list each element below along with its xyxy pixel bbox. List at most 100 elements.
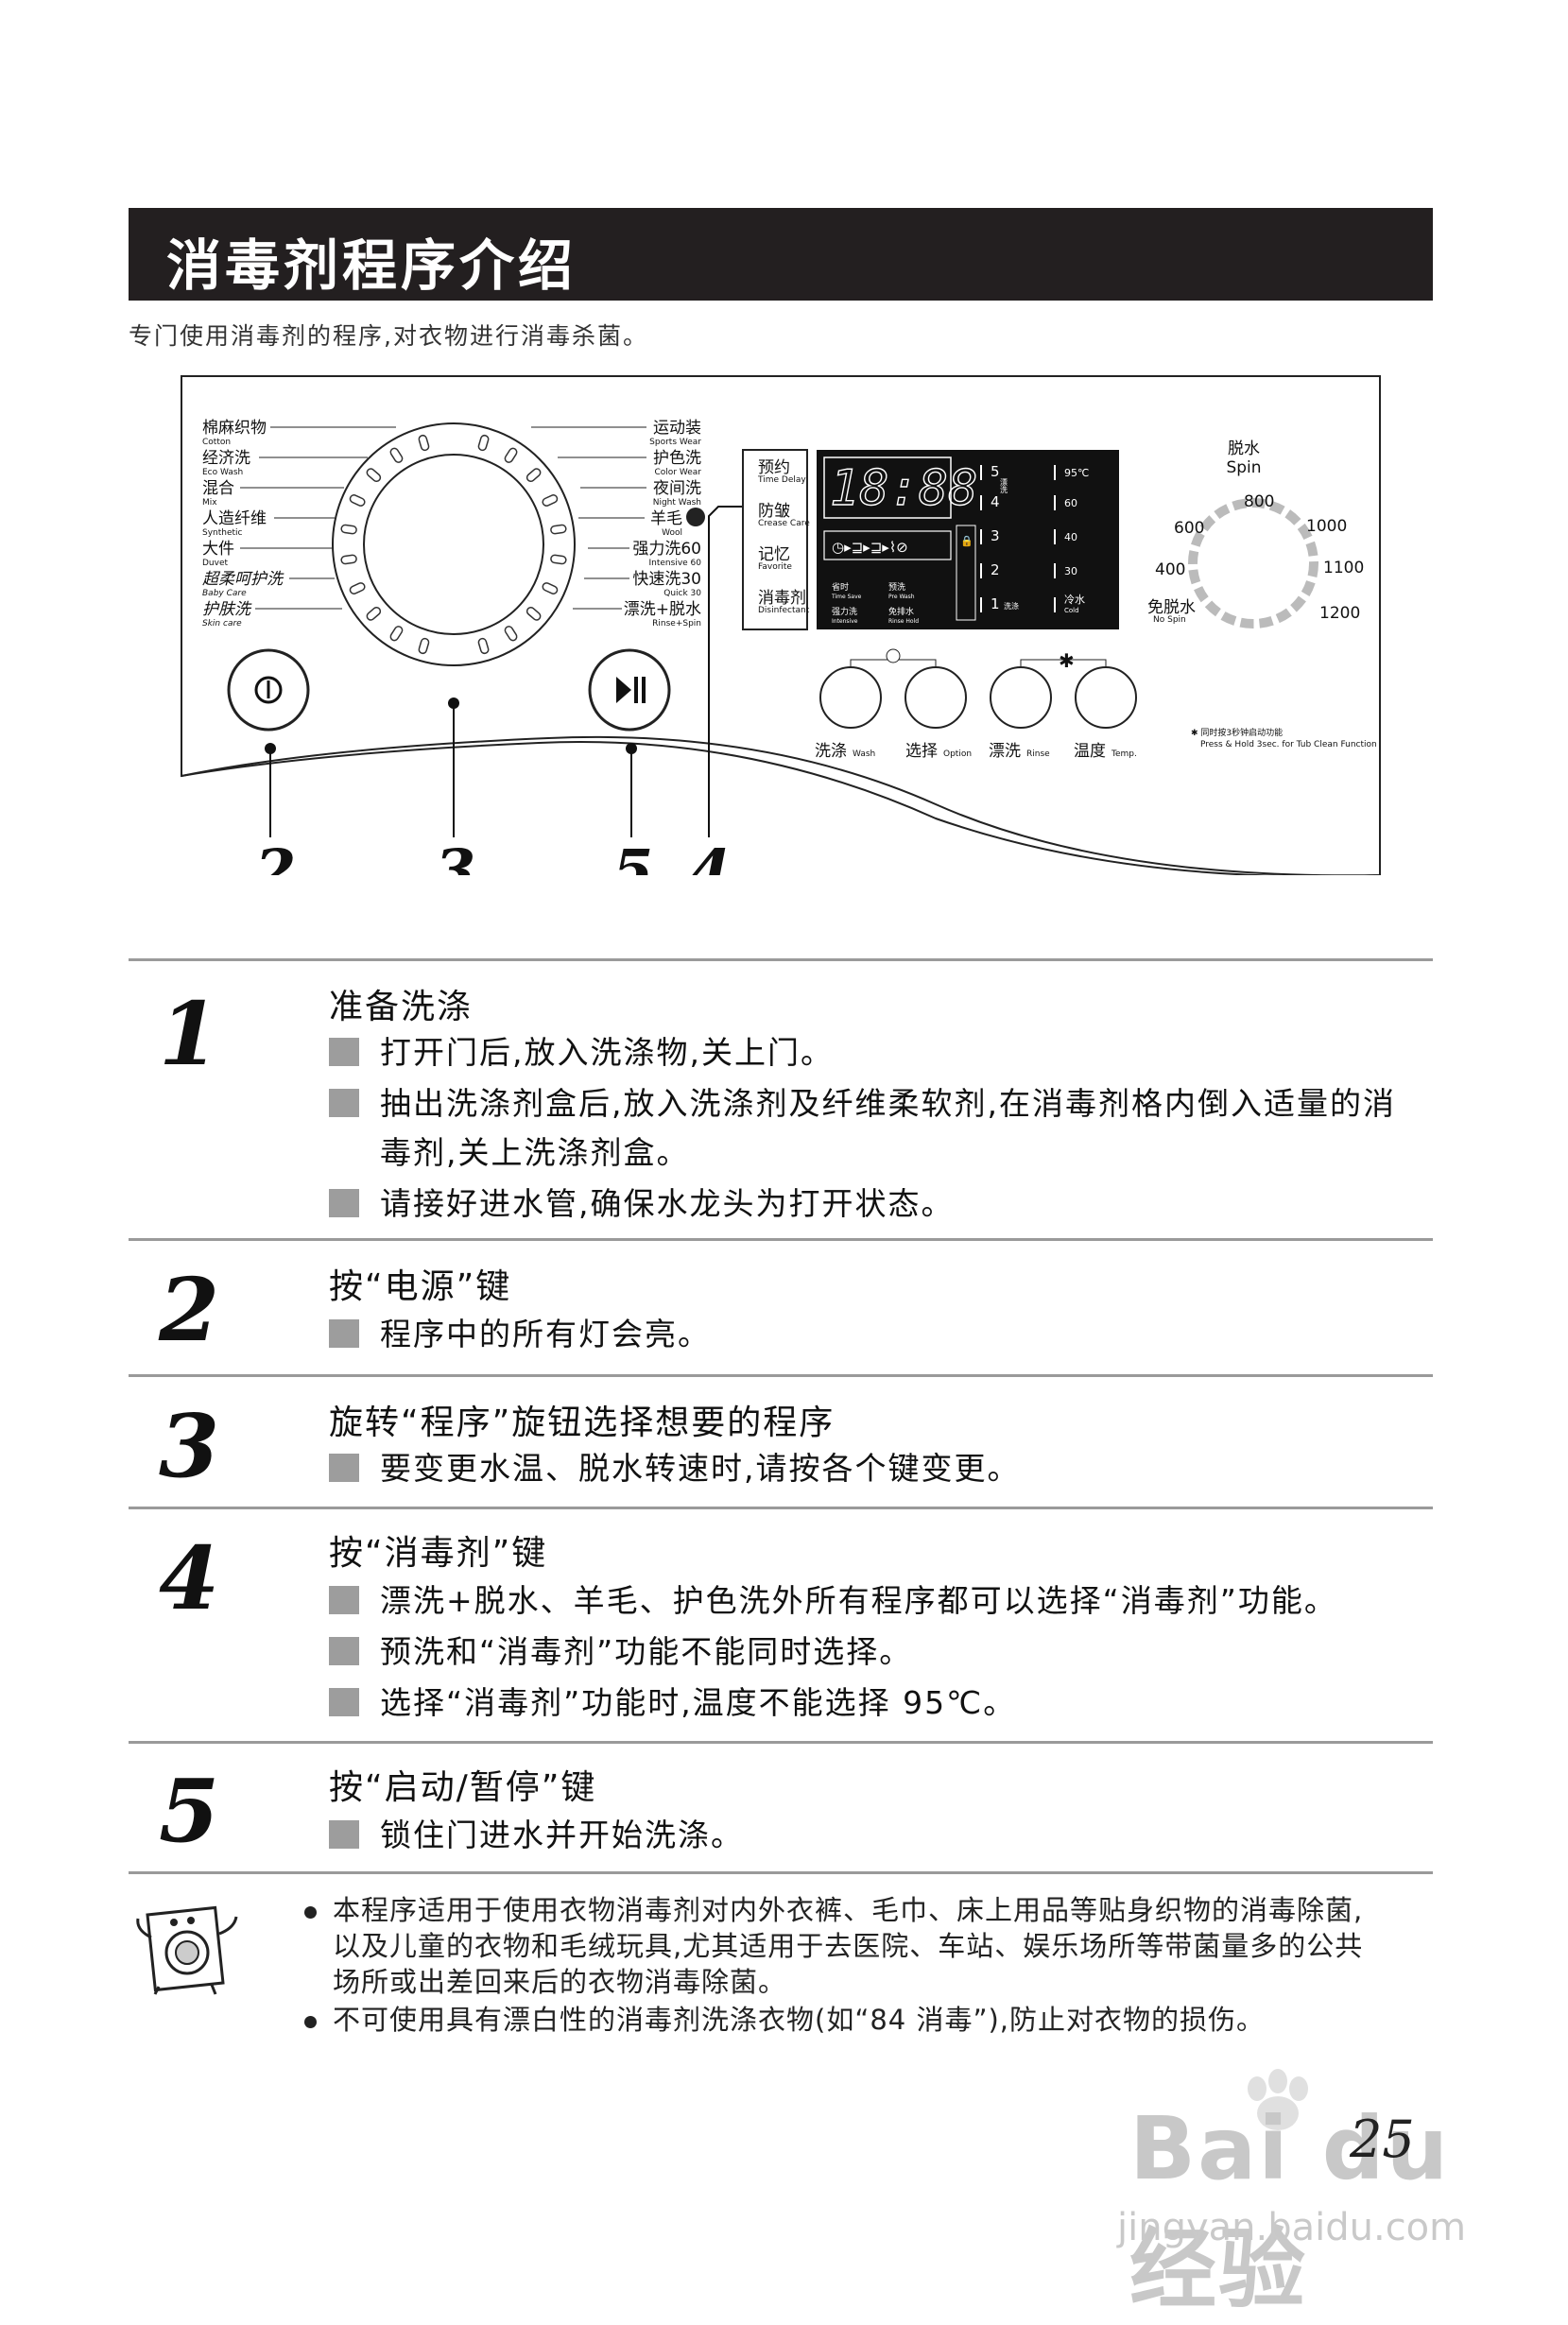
svg-text:3: 3: [991, 527, 1000, 544]
program-dial[interactable]: [332, 422, 576, 666]
svg-text:选择: 选择: [905, 742, 938, 761]
svg-text:混合: 混合: [202, 479, 234, 498]
svg-text:预洗: 预洗: [888, 581, 905, 593]
step-divider: [129, 958, 1433, 961]
dial-tick: [504, 626, 518, 642]
svg-text:Favorite: Favorite: [758, 562, 792, 572]
display-panel: 18:88 ◷▸⊒▸⊒▸⌇⊘ 省时 Time Save 预洗 Pre Wash …: [817, 450, 1119, 629]
svg-text:4: 4: [991, 493, 1000, 510]
svg-text:省时: 省时: [832, 581, 849, 593]
play-pause-icon: [616, 677, 646, 703]
dial-tick: [526, 606, 542, 621]
start-pause-button[interactable]: [588, 648, 671, 732]
wash-button[interactable]: [819, 666, 882, 729]
svg-text:Press & Hold 3sec. for Tub Cle: Press & Hold 3sec. for Tub Clean Functio…: [1200, 740, 1377, 749]
svg-text:大件: 大件: [202, 540, 234, 559]
control-panel-illustration: 棉麻织物 Cotton 经济洗 Eco Wash 混合 Mix 人造纤维 Syn…: [180, 374, 1385, 875]
dial-tick: [526, 468, 542, 483]
svg-text:1: 1: [991, 595, 1000, 612]
baidu-paw-watermark-icon: [1248, 2069, 1308, 2130]
svg-text:漂洗: 漂洗: [989, 742, 1021, 761]
svg-text:免脱水: 免脱水: [1147, 598, 1196, 617]
callout-2: 2: [254, 836, 296, 875]
svg-text:消毒剂: 消毒剂: [758, 589, 806, 608]
svg-text:Rinse Hold: Rinse Hold: [888, 618, 919, 625]
svg-text:95℃: 95℃: [1064, 467, 1089, 479]
svg-text:No Spin: No Spin: [1153, 615, 1186, 625]
step-title: 准备洗涤: [329, 988, 474, 1026]
svg-text:羊毛: 羊毛: [650, 509, 682, 528]
svg-text:强力洗: 强力洗: [832, 606, 857, 617]
step-divider: [129, 1374, 1433, 1377]
page-title: 消毒剂程序介绍: [166, 233, 577, 298]
dial-tick: [550, 554, 567, 565]
step-number: 2: [159, 1259, 220, 1361]
dial-tick: [418, 434, 430, 452]
callout-5: 5: [612, 836, 653, 875]
svg-text:Spin: Spin: [1226, 458, 1261, 477]
svg-text:Crease Care: Crease Care: [758, 519, 810, 528]
svg-text:1200: 1200: [1319, 604, 1360, 623]
svg-text:1000: 1000: [1306, 517, 1347, 536]
svg-text:40: 40: [1064, 531, 1077, 543]
dial-tick: [550, 524, 567, 535]
watermark-url: jingyan.baidu.com: [1117, 2206, 1467, 2249]
svg-text:超柔呵护洗: 超柔呵护洗: [202, 570, 284, 589]
svg-text:Color Wear: Color Wear: [655, 468, 702, 477]
svg-text:漂洗: 漂洗: [1000, 477, 1008, 494]
dial-tick: [366, 468, 382, 483]
dial-tick: [504, 447, 518, 463]
svg-text:Eco Wash: Eco Wash: [202, 468, 243, 477]
step-bullet: 锁住门进水并开始洗涤。: [329, 1811, 1425, 1860]
svg-text:60: 60: [1064, 497, 1077, 509]
page-subtitle: 专门使用消毒剂的程序,对衣物进行消毒杀菌。: [129, 322, 648, 350]
power-button[interactable]: [227, 648, 310, 732]
step-number: 3: [159, 1395, 220, 1497]
svg-text:记忆: 记忆: [758, 545, 790, 564]
step-bullet: 预洗和“消毒剂”功能不能同时选择。: [329, 1628, 1425, 1677]
tub-clean-note: ✱ 同时按3秒钟启动功能: [1191, 727, 1283, 738]
dial-tick: [477, 434, 490, 452]
svg-text:600: 600: [1174, 519, 1204, 538]
title-bar: 消毒剂程序介绍: [129, 208, 1433, 301]
program-left-label: 棉麻织物: [202, 419, 267, 438]
svg-text:快速洗30: 快速洗30: [632, 570, 701, 589]
svg-text:Option: Option: [943, 749, 972, 759]
svg-text:Night Wash: Night Wash: [653, 498, 701, 508]
svg-text:运动装: 运动装: [653, 419, 701, 438]
step-number: 5: [159, 1760, 220, 1862]
temp-button[interactable]: [1075, 666, 1137, 729]
svg-text:Temp.: Temp.: [1111, 749, 1137, 759]
svg-text:Rinse+Spin: Rinse+Spin: [652, 619, 701, 629]
svg-text:Sports Wear: Sports Wear: [649, 438, 701, 447]
rinse-button[interactable]: [990, 666, 1052, 729]
option-button[interactable]: [905, 666, 967, 729]
asterisk-icon: ✱: [1059, 649, 1075, 672]
step-bullet: 选择“消毒剂”功能时,温度不能选择 95℃。: [329, 1679, 1425, 1728]
spin-dial[interactable]: 脱水 Spin 800 600 1000 400 1100 免脱水 No Spi…: [1147, 439, 1364, 629]
svg-text:Disinfectant: Disinfectant: [758, 606, 810, 615]
svg-text:Cotton: Cotton: [202, 438, 231, 447]
svg-text:经济洗: 经济洗: [202, 449, 250, 468]
svg-text:Pre Wash: Pre Wash: [888, 594, 915, 600]
dial-tick: [340, 554, 357, 565]
step-bullet: 抽出洗涤剂盒后,放入洗涤剂及纤维柔软剂,在消毒剂格内倒入适量的消毒剂,关上洗涤剂…: [329, 1079, 1425, 1178]
dial-tick: [418, 637, 430, 655]
dial-tick: [389, 447, 404, 463]
svg-text:人造纤维: 人造纤维: [202, 509, 267, 528]
dial-tick: [542, 582, 559, 594]
dial-tick: [349, 582, 366, 594]
svg-text:Duvet: Duvet: [202, 559, 228, 568]
svg-text:防皱: 防皱: [758, 502, 790, 521]
program-labels-left: 棉麻织物 Cotton 经济洗 Eco Wash 混合 Mix 人造纤维 Syn…: [202, 419, 396, 629]
svg-text:Mix: Mix: [202, 498, 217, 508]
step-title: 按“消毒剂”键: [329, 1534, 548, 1573]
svg-text:Quick 30: Quick 30: [663, 589, 701, 598]
callout-4: 4: [690, 836, 731, 875]
